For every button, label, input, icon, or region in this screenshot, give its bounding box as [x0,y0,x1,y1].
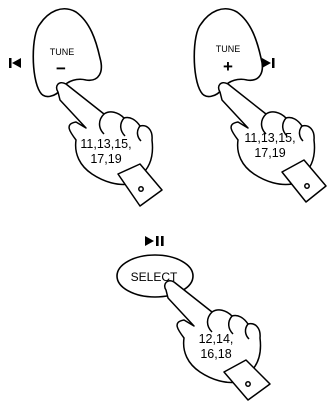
pointing-hand [163,279,271,401]
play-pause-icon [145,236,164,246]
step-refs-line2: 16,18 [200,347,231,361]
tune-minus-panel: TUNE − 11,13,15, 17,19 [9,8,163,207]
tune-plus-panel: TUNE + 11,13,15, 17,19 [193,8,327,203]
select-panel: SELECT 12,14, 16,18 [116,236,271,401]
plus-symbol: + [223,57,233,76]
step-refs-line1: 12,14, [199,332,234,346]
step-refs-line1: 11,13,15, [244,131,295,145]
tune-plus-button[interactable] [193,8,264,98]
pointing-hand [217,81,327,203]
select-label: SELECT [131,270,178,284]
tune-minus-label: TUNE [50,47,75,57]
skip-next-icon [262,58,275,68]
minus-symbol: − [56,59,66,78]
tune-minus-button[interactable] [32,8,103,98]
tune-plus-label: TUNE [216,44,241,54]
skip-previous-icon [9,58,21,68]
step-refs-line2: 17,19 [254,146,285,160]
step-refs-line2: 17,19 [90,152,121,166]
pointing-hand [55,81,163,207]
step-refs-line1: 11,13,15, [80,137,131,151]
